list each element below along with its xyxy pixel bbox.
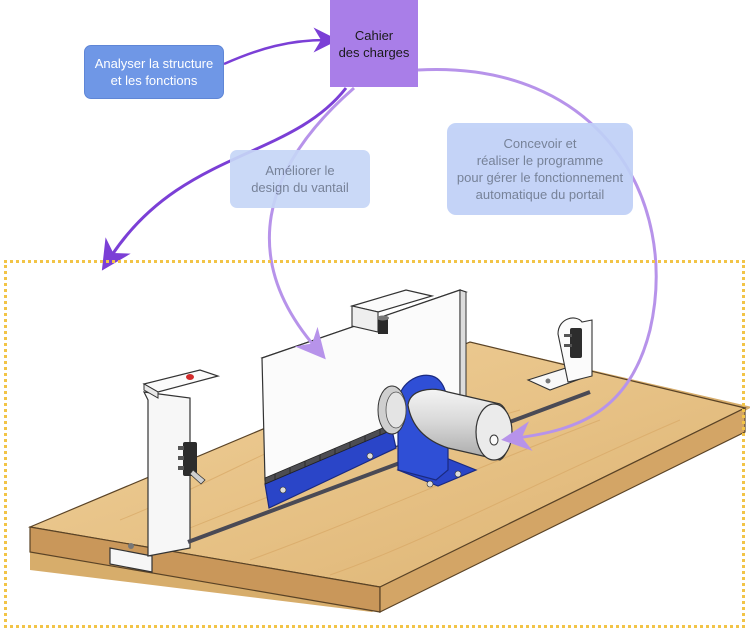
pinion-gear (377, 385, 407, 435)
concevoir-label: Concevoir et réaliser le programme pour … (456, 136, 624, 202)
ameliorer-box: Améliorer le design du vantail (230, 150, 370, 208)
rack (264, 423, 397, 509)
concevoir-box: Concevoir et réaliser le programme pour … (447, 123, 633, 215)
arrow-to-gate-panel (267, 86, 355, 360)
cahier-des-charges-box: Cahier des charges (330, 0, 418, 87)
analyser-box: Analyser la structure et les fonctions (84, 45, 224, 99)
motor-assembly (377, 374, 513, 488)
arrow-cahier-to-analyser (223, 27, 339, 66)
cahier-label: Cahier des charges (338, 27, 410, 60)
top-bracket (349, 289, 435, 334)
left-bracket (109, 369, 221, 573)
wood-base (27, 341, 750, 613)
guide-rod (187, 390, 591, 544)
analyser-label: Analyser la structure et les fonctions (94, 56, 214, 88)
ameliorer-label: Améliorer le design du vantail (251, 163, 349, 195)
project-frame (4, 260, 745, 628)
right-bracket (526, 317, 593, 391)
arrow-to-motor (417, 68, 658, 452)
